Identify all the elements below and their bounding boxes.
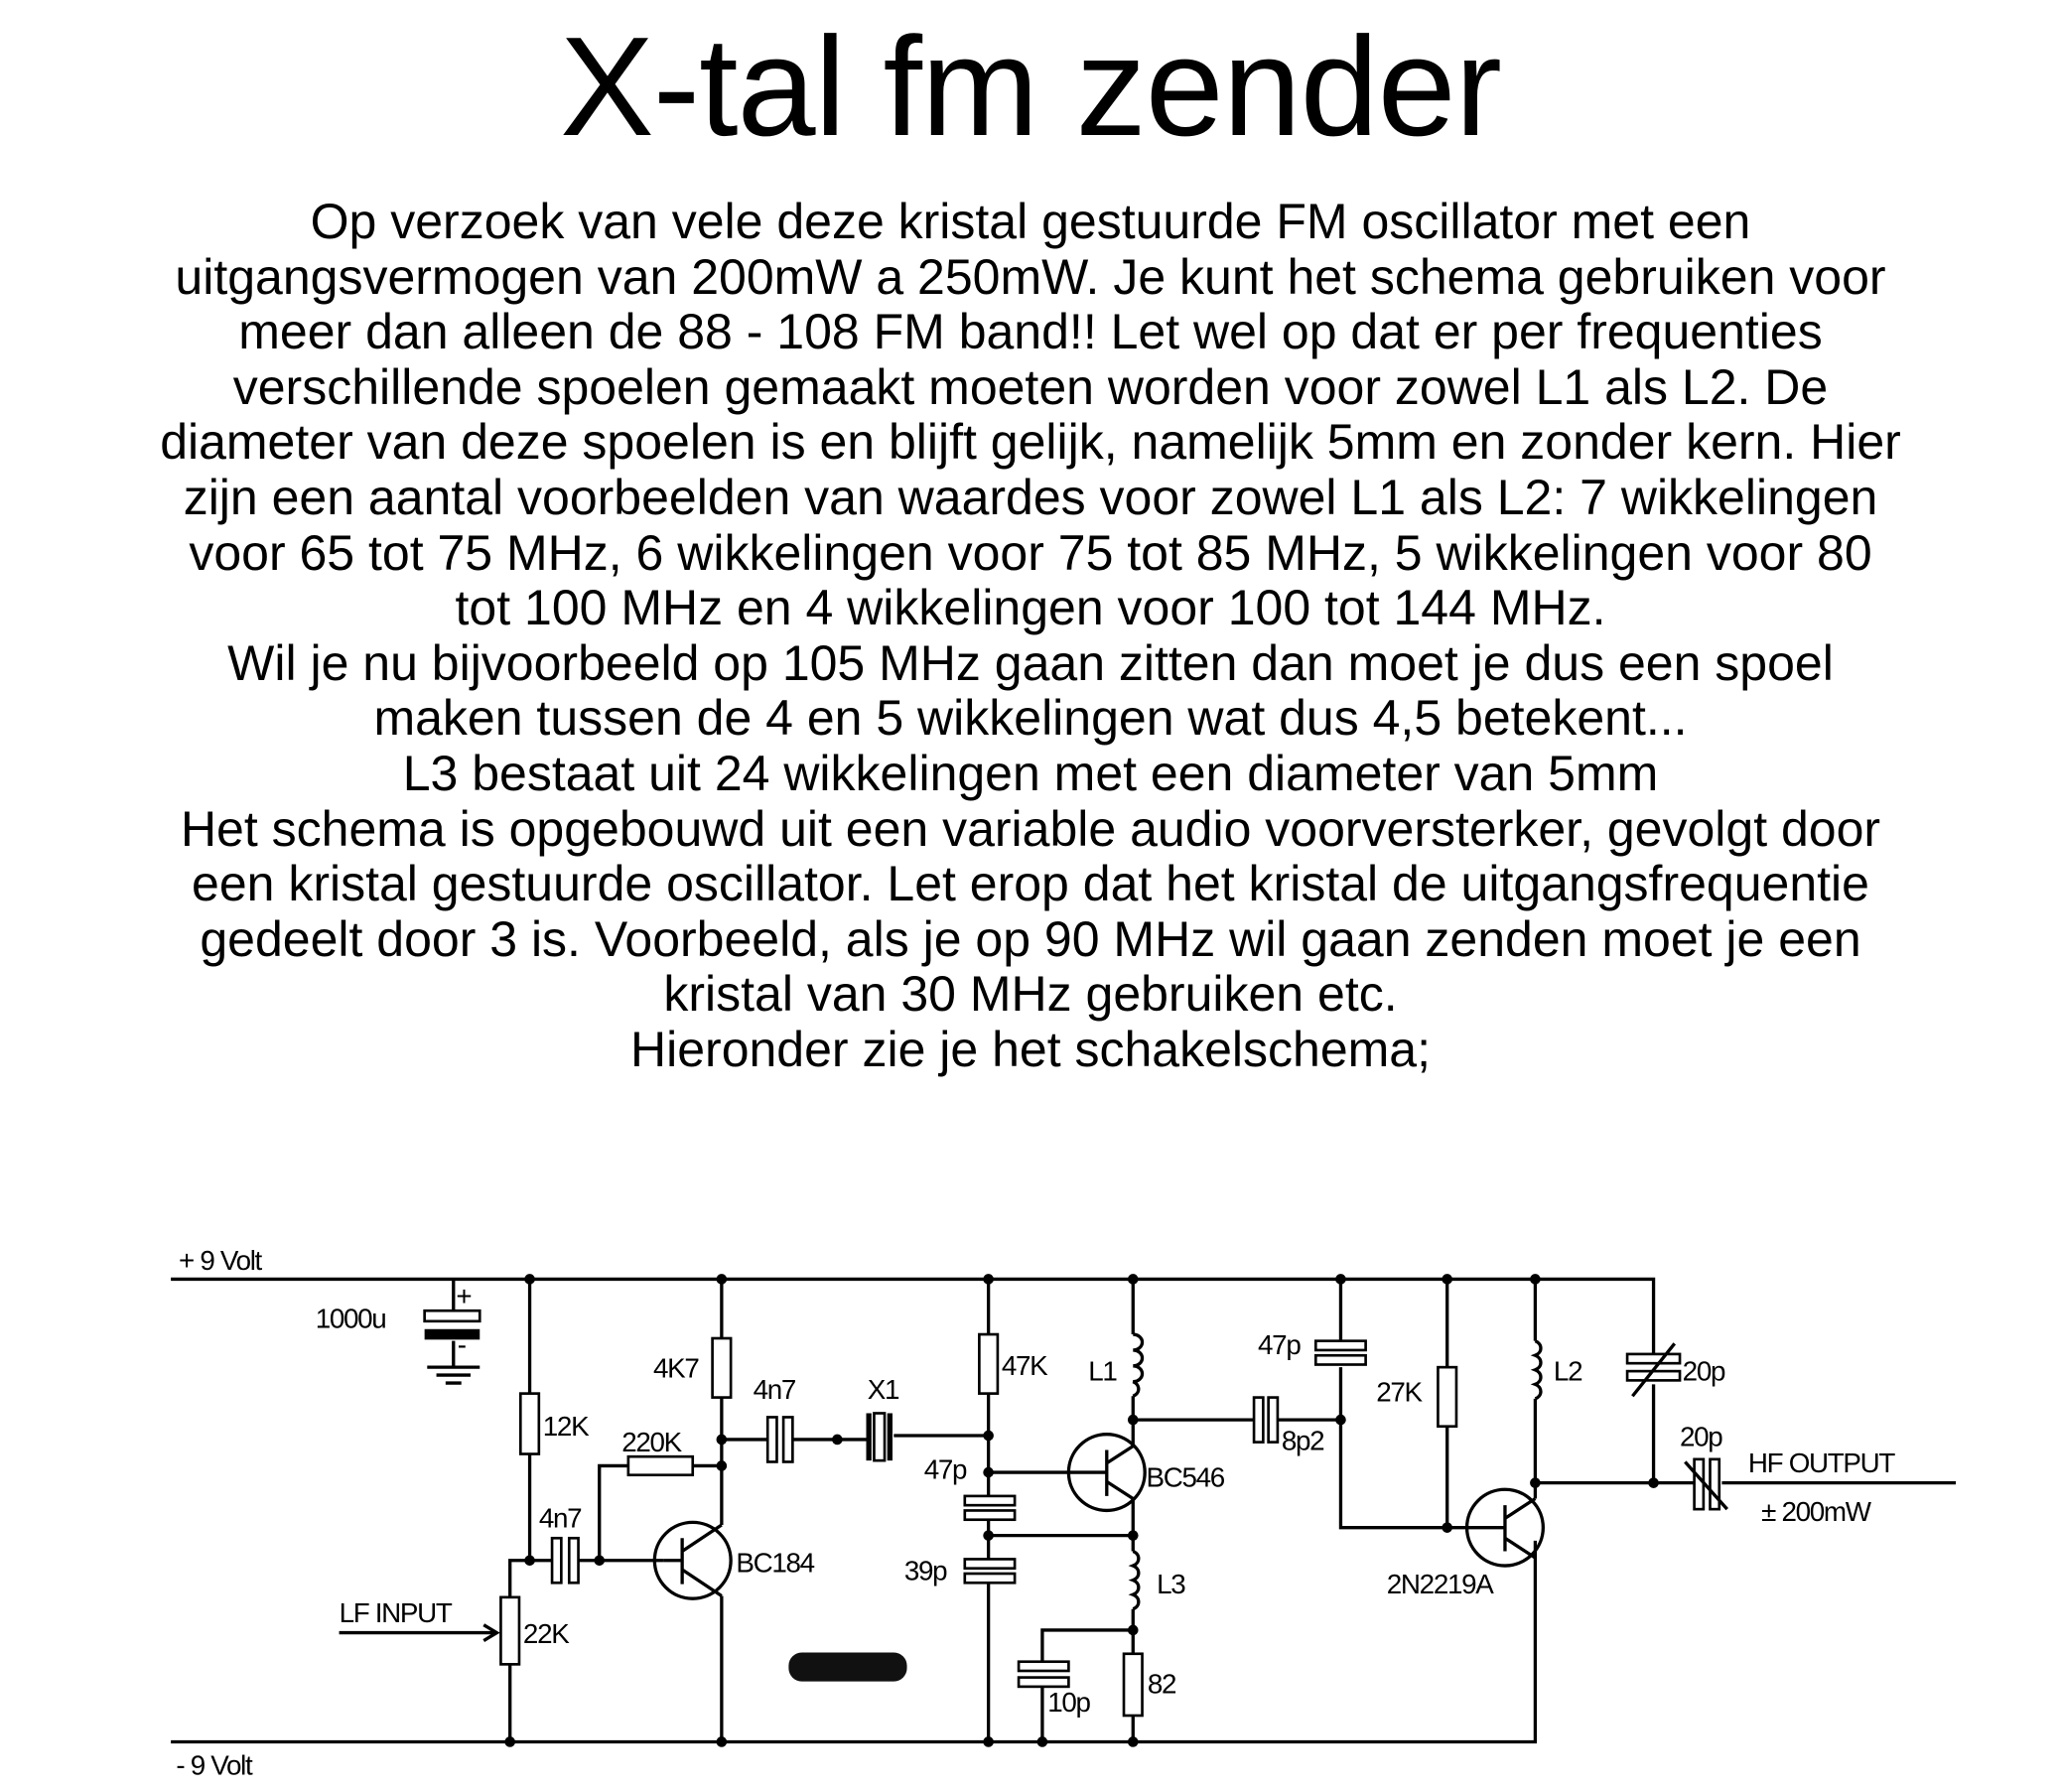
inductor-l2 [1530, 1339, 1543, 1401]
potentiometer-22k[interactable] [499, 1595, 521, 1666]
resistor-47k [978, 1332, 1000, 1395]
text-line: zijn een aantal voorbeelden van waardes … [183, 469, 1878, 525]
resistor-4k7 [711, 1336, 733, 1399]
text-line: gedeelt door 3 is. Voorbeeld, als je op … [200, 910, 1861, 967]
label-82: 82 [1148, 1668, 1176, 1699]
transistor-2n2219a [1464, 1279, 1957, 1568]
capacitor-8p2 [1252, 1396, 1265, 1444]
label-20p-output: 20p [1680, 1422, 1722, 1452]
label-supply-cap: 1000u [316, 1303, 386, 1333]
label-l2: L2 [1554, 1355, 1582, 1386]
label-lf-input: LF INPUT [340, 1597, 453, 1628]
description-text: Op verzoek van vele deze kristal gestuur… [0, 194, 2061, 1078]
label-4n7-coupling: 4n7 [754, 1374, 796, 1405]
text-line: een kristal gestuurde oscillator. Let er… [192, 856, 1869, 912]
capacitor-47p-b [1313, 1339, 1367, 1352]
label-20p-top: 20p [1683, 1355, 1725, 1386]
label-47k: 47K [1002, 1350, 1048, 1381]
transistor-bc546 [1066, 1279, 1147, 1552]
label-39p: 39p [904, 1556, 947, 1586]
trimmer-capacitor-20p-top[interactable] [1625, 1342, 1682, 1398]
transistor-bc184 [652, 1279, 733, 1742]
junction-dots [504, 1274, 1659, 1747]
resistor-220k [626, 1454, 695, 1477]
supply-capacitor [423, 1279, 481, 1385]
negative-rail [171, 1540, 1538, 1744]
text-line: Hieronder zie je het schakelschema; [630, 1021, 1431, 1077]
label-bc184: BC184 [736, 1548, 814, 1579]
text-line: L3 bestaat uit 24 wikkelingen met een di… [402, 745, 1659, 801]
label-4n7-input: 4n7 [539, 1503, 582, 1534]
label-x1: X1 [868, 1374, 899, 1405]
capacitor-4n7-input [550, 1536, 563, 1585]
label-minus: - [458, 1329, 467, 1360]
crystal-x1 [866, 1412, 893, 1462]
capacitor-10p [1017, 1660, 1070, 1673]
label-negative-rail: - 9 Volt [176, 1750, 253, 1781]
label-4k7: 4K7 [653, 1353, 699, 1384]
label-27k: 27K [1376, 1377, 1423, 1408]
capacitor-39p [963, 1558, 1017, 1571]
text-line: verschillende spoelen gemaakt moeten wor… [232, 358, 1829, 415]
positive-rail [171, 1277, 1656, 1483]
label-l1: L1 [1088, 1355, 1117, 1386]
label-47p-a: 47p [924, 1454, 967, 1485]
redaction-blot [788, 1652, 907, 1682]
resistor-82 [1122, 1652, 1144, 1718]
text-line: diameter van deze spoelen is en blijft g… [160, 414, 1901, 471]
label-10p: 10p [1047, 1687, 1090, 1718]
label-positive-rail: + 9 Volt [179, 1245, 263, 1276]
label-12k: 12K [543, 1411, 590, 1442]
trimmer-capacitor-20p-output[interactable] [1684, 1457, 1728, 1511]
page-title: X-tal fm zender [560, 8, 1502, 166]
label-220k: 220K [621, 1427, 682, 1457]
text-line: Op verzoek van vele deze kristal gestuur… [310, 194, 1751, 249]
resistor-12k [518, 1392, 541, 1455]
text-line: uitgangsvermogen van 200mW a 250mW. Je k… [175, 248, 1886, 305]
label-output-power: ± 200mW [1761, 1496, 1872, 1527]
label-l3: L3 [1157, 1569, 1185, 1599]
label-hf-output: HF OUTPUT [1748, 1447, 1895, 1478]
text-line: Wil je nu bijvoorbeeld op 105 MHz gaan z… [227, 634, 1834, 691]
text-line: maken tussen de 4 en 5 wikkelingen wat d… [373, 690, 1688, 747]
label-47p-b: 47p [1258, 1329, 1301, 1360]
capacitor-47p [963, 1494, 1017, 1507]
label-bc546: BC546 [1147, 1462, 1225, 1493]
label-22k: 22K [523, 1618, 570, 1649]
text-line: Het schema is opgebouwd uit een variable… [180, 800, 1881, 857]
capacitor-4n7-coupling [765, 1416, 778, 1463]
label-8p2: 8p2 [1282, 1426, 1324, 1456]
text-line: kristal van 30 MHz gebruiken etc. [663, 966, 1398, 1023]
text-line: voor 65 tot 75 MHz, 6 wikkelingen voor 7… [189, 524, 1872, 581]
resistor-27k [1437, 1365, 1458, 1429]
text-line: meer dan alleen de 88 - 108 FM band!! Le… [238, 304, 1823, 360]
text-line: tot 100 MHz en 4 wikkelingen voor 100 to… [455, 580, 1606, 636]
inductor-l1 [1132, 1332, 1145, 1398]
label-plus: + [456, 1281, 471, 1311]
label-2n2219a: 2N2219A [1387, 1569, 1494, 1599]
